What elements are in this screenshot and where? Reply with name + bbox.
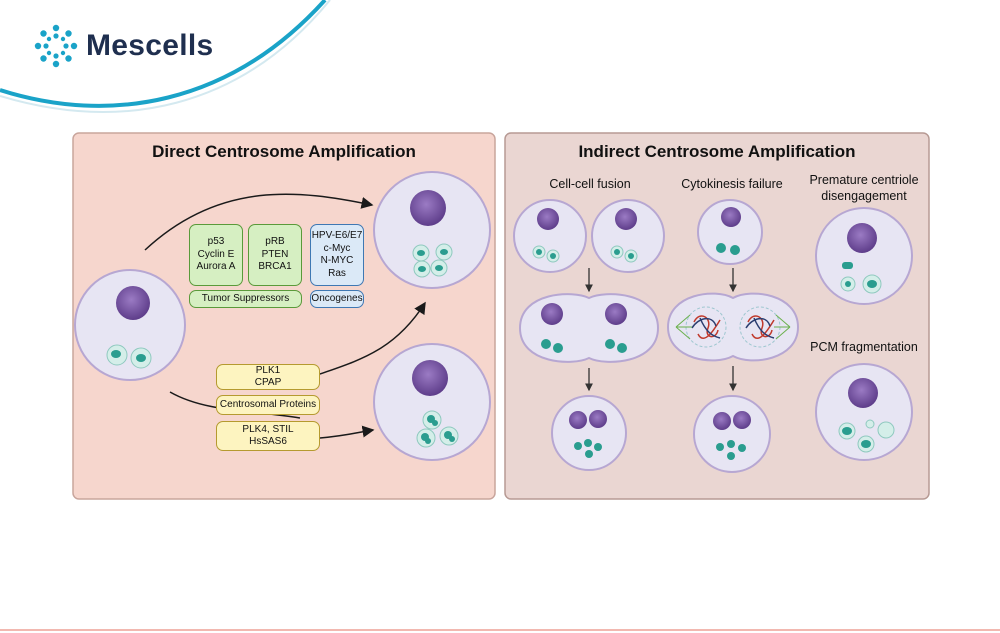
cytokinesis-result-cell — [693, 395, 771, 473]
header-swoosh — [0, 0, 327, 108]
arrow-to-top-cell-2 — [319, 301, 426, 375]
centrosomal-proteins-label: Centrosomal Proteins — [216, 395, 320, 415]
arrow-to-top-cell — [144, 193, 374, 251]
brand-logo[interactable]: Mescells — [34, 24, 213, 68]
tumor-suppressors-label: Tumor Suppressors — [189, 290, 302, 308]
tumor-suppressor-box-2: pRB PTEN BRCA1 — [248, 224, 302, 286]
amplified-cell-top — [373, 171, 491, 289]
fusion-result-cell — [551, 395, 627, 471]
oncogenes-label: Oncogenes — [310, 290, 364, 308]
cytokinesis-cell-top — [697, 199, 763, 265]
fused-cell — [518, 293, 660, 363]
mescells-logo-icon — [34, 24, 78, 68]
oncogenes-box: HPV-E6/E7 c-Myc N-MYC Ras — [310, 224, 364, 286]
fusion-cell-right — [591, 199, 665, 273]
fusion-cell-left — [513, 199, 587, 273]
arrow-plk4-to-cell — [319, 425, 375, 439]
indirect-panel-title: Indirect Centrosome Amplification — [578, 142, 856, 161]
dividing-cell — [666, 292, 800, 362]
source-cell — [74, 269, 186, 381]
amplified-cell-bottom — [373, 343, 491, 461]
brand-name: Mescells — [86, 29, 214, 62]
pcm-fragmentation-cell — [815, 363, 913, 461]
pcm-fragmentation-label: PCM fragmentation — [810, 340, 918, 354]
header-swoosh-shadow — [0, 0, 331, 113]
premature-centriole-label: Premature centriole disengagement — [809, 173, 919, 203]
cytokinesis-failure-label: Cytokinesis failure — [681, 177, 783, 191]
tumor-suppressor-box-1: p53 Cyclin E Aurora A — [189, 224, 243, 286]
premature-disengagement-cell — [815, 207, 913, 305]
plk4-stil-box: PLK4, STIL HsSAS6 — [216, 421, 320, 451]
direct-panel-title: Direct Centrosome Amplification — [152, 142, 416, 161]
plk1-cpap-box: PLK1 CPAP — [216, 364, 320, 390]
cell-cell-fusion-label: Cell-cell fusion — [549, 177, 631, 191]
